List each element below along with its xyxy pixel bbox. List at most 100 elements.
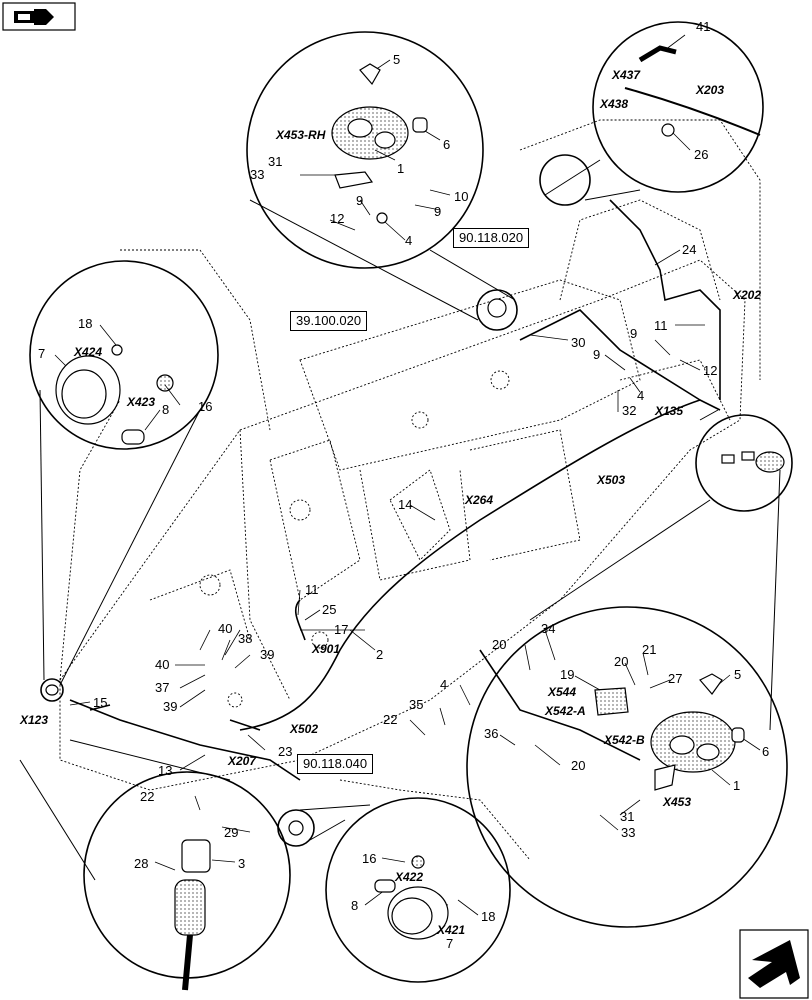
item-number: 16 [362, 851, 377, 866]
detail-circle-bottom-center [325, 797, 511, 983]
item-number: 1 [733, 778, 741, 793]
connector-label: X542-B [604, 733, 645, 747]
item-number: 38 [238, 631, 253, 646]
connector-label: X438 [600, 97, 629, 111]
item-number: 22 [383, 712, 398, 727]
item-number: 9 [434, 204, 442, 219]
item-number: 23 [278, 744, 293, 759]
item-number: 20 [571, 758, 586, 773]
item-number: 31 [268, 154, 283, 169]
item-number: 6 [443, 137, 451, 152]
item-number: 28 [134, 856, 149, 871]
detail-circle-top-center [246, 31, 484, 269]
item-number: 1 [397, 161, 405, 176]
detail-circle-left [29, 260, 219, 450]
item-number: 17 [334, 622, 349, 637]
item-number: 9 [356, 193, 364, 208]
item-number: 9 [593, 347, 601, 362]
connector-label: X542-A [545, 704, 586, 718]
connector-label: X423 [127, 395, 156, 409]
detail-circle-bottom-right [466, 606, 788, 928]
detail-circle-top-right [592, 21, 764, 193]
small-circle-x123 [40, 678, 64, 702]
item-number: 27 [668, 671, 683, 686]
reference-box-90-118-020[interactable]: 90.118.020 [453, 228, 530, 248]
connector-label: X502 [290, 722, 319, 736]
item-number: 12 [330, 211, 345, 226]
connector-label: X453-RH [276, 128, 326, 142]
item-number: 14 [398, 497, 413, 512]
small-circle-top [539, 154, 591, 206]
reference-box-90-118-040[interactable]: 90.118.040 [297, 754, 374, 774]
connector-label: X901 [312, 642, 341, 656]
item-number: 13 [158, 763, 173, 778]
leader-lines [54, 34, 761, 916]
connector-label: X135 [655, 404, 684, 418]
item-number: 19 [560, 667, 575, 682]
connector-label: X264 [465, 493, 494, 507]
item-number: 4 [405, 233, 413, 248]
machine-frame [59, 119, 761, 861]
item-number: 7 [446, 936, 454, 951]
item-number: 4 [637, 388, 645, 403]
small-circle-center [476, 289, 518, 331]
detail-circle-right [695, 414, 793, 512]
item-number: 12 [703, 363, 718, 378]
item-number: 32 [622, 403, 637, 418]
components [45, 45, 785, 991]
reference-box-39-100-020[interactable]: 39.100.020 [290, 311, 368, 331]
socket-plug [181, 839, 211, 873]
item-number: 41 [696, 19, 711, 34]
item-number: 40 [155, 657, 170, 672]
item-number: 9 [630, 326, 638, 341]
item-number: 24 [682, 242, 697, 257]
item-number: 25 [322, 602, 337, 617]
item-number: 30 [571, 335, 586, 350]
item-number: 22 [140, 789, 155, 804]
item-number: 20 [614, 654, 629, 669]
connector-label: X207 [228, 754, 257, 768]
item-number: 11 [654, 318, 668, 333]
callout-lines [19, 159, 781, 881]
connector-label: X544 [548, 685, 577, 699]
item-number: 11 [305, 582, 319, 597]
connector-label: X503 [597, 473, 626, 487]
item-number: 4 [440, 677, 448, 692]
item-number: 34 [541, 621, 556, 636]
item-number: 8 [162, 402, 170, 417]
item-number: 18 [481, 909, 496, 924]
item-number: 18 [78, 316, 93, 331]
small-circle-bottom [277, 809, 315, 847]
item-number: 3 [238, 856, 246, 871]
item-number: 5 [393, 52, 401, 67]
connector-label: X453 [663, 795, 692, 809]
item-number: 39 [163, 699, 178, 714]
item-number: 26 [694, 147, 709, 162]
item-number: 29 [224, 825, 239, 840]
item-number: 10 [454, 189, 469, 204]
item-number: 20 [492, 637, 507, 652]
connector-label: X422 [395, 870, 424, 884]
connector-label: X437 [612, 68, 641, 82]
item-number: 33 [250, 167, 265, 182]
item-number: 16 [198, 399, 213, 414]
connector-label: X424 [74, 345, 103, 359]
connector-label: X203 [696, 83, 725, 97]
item-number: 39 [260, 647, 275, 662]
item-number: 15 [93, 695, 108, 710]
detail-circles [29, 21, 793, 983]
book-arrow-icon[interactable] [2, 2, 76, 31]
item-number: 6 [762, 744, 770, 759]
item-number: 37 [155, 680, 170, 695]
item-number: 33 [621, 825, 636, 840]
wiring-harness [69, 199, 721, 781]
item-number: 40 [218, 621, 233, 636]
item-number: 36 [484, 726, 499, 741]
next-page-arrow-icon[interactable] [739, 929, 809, 999]
connector-label: X123 [20, 713, 49, 727]
item-number: 31 [620, 809, 635, 824]
item-number: 8 [351, 898, 359, 913]
item-number: 35 [409, 697, 424, 712]
connector-label: X421 [437, 923, 466, 937]
